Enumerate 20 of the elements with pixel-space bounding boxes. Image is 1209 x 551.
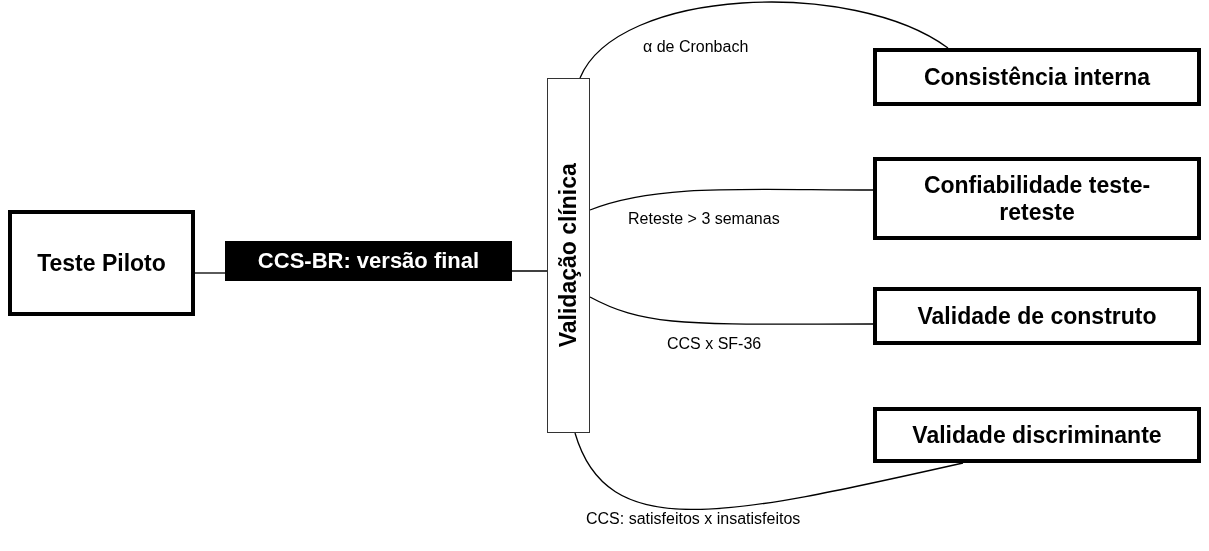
node-label: CCS-BR: versão final (256, 248, 481, 274)
node-label: Validade de construto (916, 302, 1158, 330)
connector-line (574, 432, 964, 511)
connector-line (579, 1, 949, 79)
highlighted-box (225, 241, 512, 281)
connector-line (511, 270, 548, 272)
process-box (8, 210, 195, 316)
node-label: Validade discriminante (911, 421, 1163, 449)
connector-line (589, 296, 874, 325)
node-label: Validação clínica (555, 162, 582, 350)
process-box (873, 48, 1201, 106)
node-label: Teste Piloto (36, 249, 167, 277)
process-box (873, 157, 1201, 240)
connector-line (194, 272, 226, 274)
connector-line (589, 188, 874, 211)
process-box (873, 287, 1201, 345)
process-box (873, 407, 1201, 463)
node-label: Confiabilidade teste-reteste (922, 172, 1152, 225)
node-label: Consistência interna (922, 63, 1152, 91)
process-box (547, 78, 590, 433)
